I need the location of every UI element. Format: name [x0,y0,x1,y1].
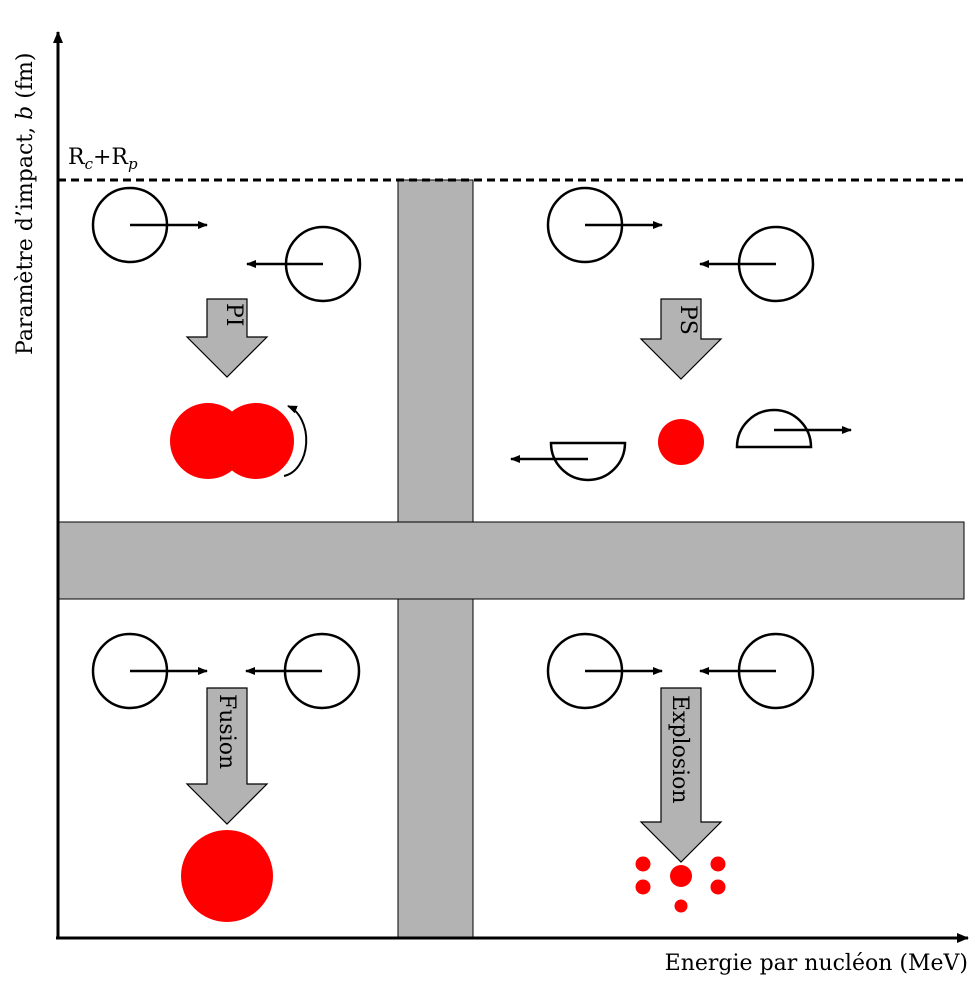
rotating-compound-nucleus [170,391,294,491]
x-axis-label: Energie par nucléon (MeV) [665,951,968,976]
process-arrow-explosion: Explosion [639,687,723,863]
spectator-fragment-right [735,408,813,449]
participant-fragment [658,419,704,465]
y-axis-label: Paramètre d’impact, b (fm) [13,53,38,355]
process-arrow-pi: PI [185,298,269,378]
svg-text:Explosion: Explosion [667,695,692,804]
quadrant-top-left: PI [91,186,362,491]
multifragmentation-products [635,856,726,913]
rotation-arrow [283,405,308,477]
spectator-fragment-left [549,441,627,482]
quadrant-top-right: PS [510,186,852,482]
svg-text:PS: PS [675,305,700,335]
threshold-label: Rc+Rp [68,145,138,173]
process-arrow-fusion: Fusion [185,687,269,825]
quadrant-bottom-left: Fusion [91,632,361,922]
svg-text:Fusion: Fusion [214,694,239,769]
quadrant-bottom-right: Explosion [546,632,815,913]
svg-text:PI: PI [221,303,246,327]
horizontal-band [57,521,965,600]
compound-nucleus [181,830,273,922]
process-arrow-ps: PS [639,298,723,380]
